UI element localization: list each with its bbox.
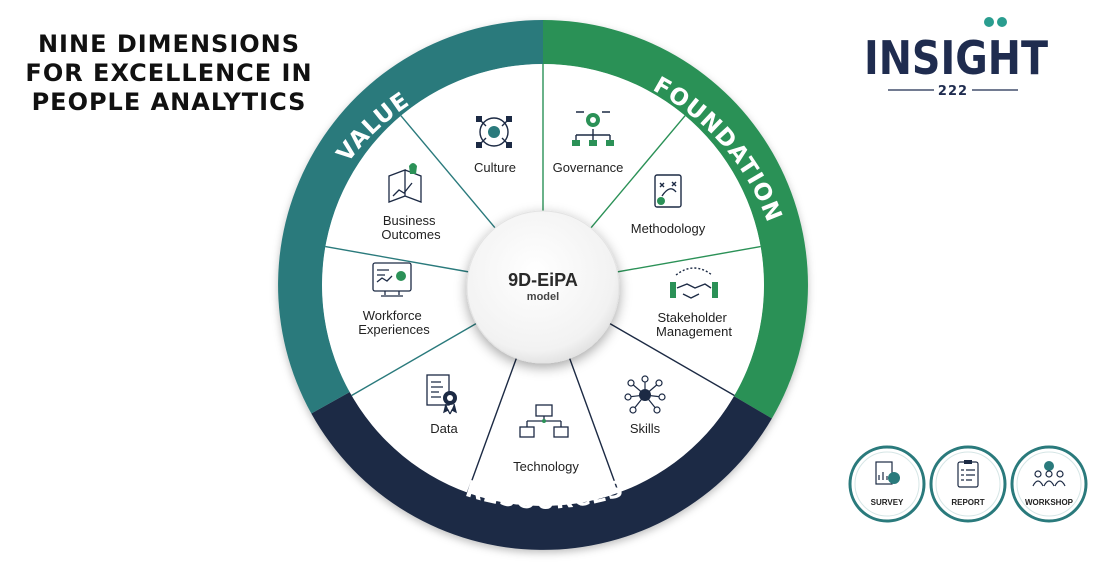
segment-label-line: Outcomes [381, 227, 441, 242]
segment-label-methodology: Methodology [631, 221, 706, 236]
segment-business-outcomes[interactable]: Business Outcomes [381, 163, 441, 242]
insight-logo: INSIGHT 222 [864, 17, 1049, 99]
hub-subtitle: model [527, 291, 559, 303]
ring-resources-section [311, 392, 772, 550]
monitor-dashboard-icon [372, 262, 412, 297]
service-badges: SURVEY REPORT WORKSHOP [848, 445, 1088, 523]
divider-line [613, 245, 761, 274]
segment-label-culture: Culture [474, 160, 516, 175]
segment-workforce-experiences[interactable]: Workforce Experiences [358, 262, 430, 337]
title-line-2: FOR EXCELLENCE IN [25, 59, 313, 87]
logo-number: 222 [938, 84, 968, 99]
service-label-workshop: WORKSHOP [1025, 498, 1074, 507]
segment-label-stakeholder-management: Stakeholder Management [656, 310, 732, 339]
rocket-chart-icon [388, 163, 422, 203]
certificate-document-icon [426, 374, 457, 415]
outer-ring [278, 20, 808, 550]
title-line-3: PEOPLE ANALYTICS [31, 88, 307, 116]
segment-label-business-outcomes: Business Outcomes [381, 213, 441, 242]
logo-dot-right [997, 17, 1007, 27]
segment-technology[interactable]: Technology [513, 404, 579, 474]
badge-inner-ring [854, 451, 920, 517]
segment-label-governance: Governance [553, 160, 624, 175]
segment-label-line: Governance [553, 160, 624, 175]
service-label-survey: SURVEY [871, 498, 904, 507]
segment-label-line: Workforce [363, 308, 422, 323]
divider-line [351, 320, 481, 397]
divider-line [325, 245, 473, 274]
segment-label-line: Skills [630, 421, 661, 436]
segment-label-data: Data [430, 421, 458, 436]
divider-line [588, 115, 686, 231]
gear-hierarchy-icon [572, 111, 614, 146]
handshake-icon [670, 267, 718, 299]
segment-culture[interactable]: Culture [474, 116, 516, 175]
ring-foundation-section [543, 20, 808, 419]
hands-circle-icon [476, 116, 512, 148]
divider-line [466, 352, 520, 493]
service-badge-workshop[interactable]: WORKSHOP [1010, 445, 1088, 523]
segment-data[interactable]: Data [426, 374, 458, 436]
ring-value-section [278, 20, 543, 414]
divider-line [605, 320, 735, 397]
badge-outer-ring [1010, 445, 1088, 523]
workshop-team-icon [1032, 461, 1066, 487]
hub-title: 9D-EiPA [508, 270, 578, 290]
service-label-report: REPORT [951, 498, 984, 507]
segment-label-line: Stakeholder [657, 310, 727, 325]
segment-label-line: Data [430, 421, 458, 436]
badge-inner-ring [1016, 451, 1082, 517]
hub-circle [466, 210, 620, 364]
segment-label-line: Business [383, 213, 436, 228]
segment-label-skills: Skills [630, 421, 661, 436]
segment-label-workforce-experiences: Workforce Experiences [358, 308, 430, 337]
segment-label-technology: Technology [513, 459, 579, 474]
title-line-1: NINE DIMENSIONS [37, 30, 301, 58]
badge-inner-ring [935, 451, 1001, 517]
network-people-icon [624, 375, 666, 414]
segment-dividers [325, 64, 761, 493]
logo-word: INSIGHT [864, 31, 1049, 85]
service-badge-report[interactable]: REPORT [929, 445, 1007, 523]
segment-methodology[interactable]: Methodology [631, 174, 706, 236]
segment-stakeholder-management[interactable]: Stakeholder Management [656, 267, 732, 339]
segment-label-line: Management [656, 324, 732, 339]
service-badge-survey[interactable]: SURVEY [848, 445, 926, 523]
center-hub: 9D-EiPA model [466, 210, 620, 364]
page-title: NINE DIMENSIONS FOR EXCELLENCE IN PEOPLE… [14, 30, 324, 117]
survey-chart-icon [875, 461, 900, 485]
segment-label-line: Culture [474, 160, 516, 175]
divider-line [566, 352, 620, 493]
segment-label-line: Technology [513, 459, 579, 474]
segment-skills[interactable]: Skills [624, 375, 666, 436]
divider-line [400, 115, 498, 231]
computer-network-icon [519, 404, 569, 438]
logo-dot-left [984, 17, 994, 27]
segment-label-line: Experiences [358, 322, 430, 337]
strategy-document-icon [654, 174, 682, 208]
segment-governance[interactable]: Governance [553, 111, 624, 175]
segment-label-line: Methodology [631, 221, 706, 236]
clipboard-report-icon [957, 460, 979, 488]
